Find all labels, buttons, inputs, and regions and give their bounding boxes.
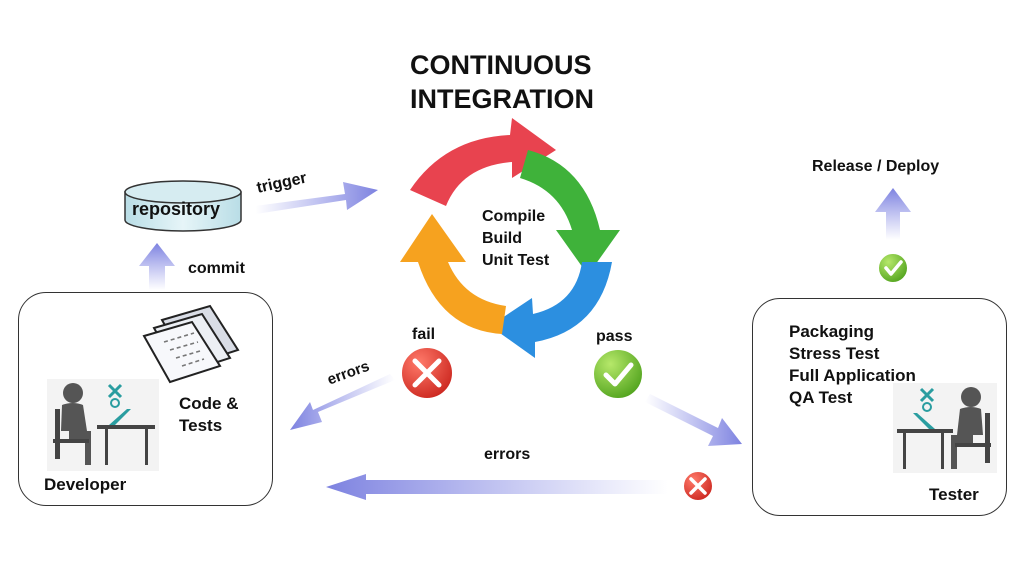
cycle-step-build: Build: [482, 230, 522, 247]
errors-lower-arrow: [326, 474, 668, 500]
code-tests-line-2: Tests: [179, 416, 223, 435]
developer-person-icon: [47, 379, 159, 471]
tester-panel: Packaging Stress Test Full Application Q…: [752, 298, 1007, 516]
tester-person-icon: [893, 383, 997, 473]
code-tests-label: Code & Tests: [179, 393, 239, 437]
repository-label: repository: [132, 199, 221, 219]
title-line-2: INTEGRATION: [410, 84, 594, 114]
red-x-circle-icon: [400, 346, 454, 400]
tester-task-stress-test: Stress Test: [789, 344, 880, 363]
errors-upper-arrow: [290, 374, 395, 430]
ci-cycle: [400, 118, 620, 358]
cycle-step-unit-test: Unit Test: [482, 252, 550, 269]
cycle-step-compile: Compile: [482, 208, 546, 225]
title-line-1: CONTINUOUS: [410, 50, 592, 80]
lower-error-x-icon: [682, 470, 714, 502]
tester-label: Tester: [929, 485, 979, 504]
fail-label: fail: [412, 326, 436, 343]
cycle-arrow-green: [520, 150, 620, 275]
commit-label: commit: [188, 260, 245, 277]
tester-task-qa-test: QA Test: [789, 388, 853, 407]
release-arrow: [875, 188, 911, 240]
pass-arrow: [645, 394, 742, 446]
developer-label: Developer: [44, 475, 127, 494]
database-cylinder-icon: [124, 180, 242, 232]
release-check-icon: [877, 252, 909, 284]
commit-arrow: [139, 243, 175, 290]
tester-task-packaging: Packaging: [789, 322, 875, 341]
cycle-arrow-orange: [400, 214, 506, 334]
code-tests-line-1: Code &: [179, 394, 239, 413]
tester-task-list: Packaging Stress Test Full Application Q…: [789, 321, 916, 409]
release-deploy-label: Release / Deploy: [812, 158, 940, 175]
documents-icon: [142, 304, 240, 384]
cycle-arrow-blue: [490, 262, 612, 358]
cycle-arrow-red: [410, 118, 556, 206]
pass-label: pass: [596, 328, 633, 345]
developer-panel: Code & Tests Developer: [18, 292, 273, 506]
cycle-steps: Compile Build Unit Test: [482, 206, 549, 272]
errors-lower-label: errors: [484, 446, 531, 463]
tester-task-full-application: Full Application: [789, 366, 916, 385]
trigger-arrow: [255, 182, 378, 214]
page-title: CONTINUOUS INTEGRATION: [410, 48, 650, 116]
green-check-circle-icon: [592, 348, 644, 400]
